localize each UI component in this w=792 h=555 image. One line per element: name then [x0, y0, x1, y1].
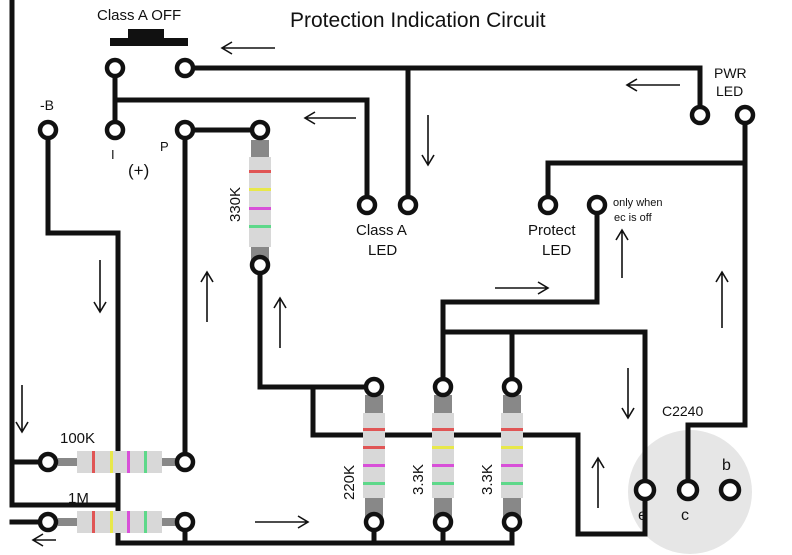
terminal [104, 119, 126, 141]
resistors [58, 140, 523, 533]
terminal [501, 511, 523, 533]
arrow-right-icon [255, 515, 310, 529]
resistor-3k3-b [501, 395, 523, 520]
resistor-330k [249, 140, 271, 265]
arrow-down-icon [93, 260, 107, 314]
switch-label: Class A OFF [97, 7, 181, 24]
resistor-label-220k: 220K [341, 465, 358, 500]
class-a-led-label-line2: LED [368, 242, 397, 259]
terminal [249, 119, 271, 141]
wires [9, 0, 748, 546]
arrow-down-icon [421, 115, 435, 167]
arrow-right-icon [495, 281, 550, 295]
wire-emitter-bus [440, 329, 648, 493]
terminal-emitter [633, 478, 657, 502]
wire-to-class-a-led [112, 97, 370, 208]
pin-c-label: c [681, 507, 689, 524]
current-arrows [15, 41, 729, 547]
terminal-collector [676, 478, 700, 502]
protect-led-label-line1: Protect [528, 222, 576, 239]
terminal [174, 511, 196, 533]
resistor-label-330k: 330K [227, 187, 244, 222]
terminal [37, 119, 59, 141]
resistor-1m [58, 511, 180, 533]
pin-i-label: I [111, 147, 115, 162]
arrow-left-icon [220, 41, 275, 55]
terminal [501, 376, 523, 398]
arrow-left-icon [303, 111, 356, 125]
terminal [356, 194, 378, 216]
resistor-220k [363, 395, 385, 520]
terminal [37, 451, 59, 473]
terminal [174, 119, 196, 141]
arrow-left-icon [625, 78, 680, 92]
terminal [249, 254, 271, 276]
wire-330k-220k [257, 262, 377, 390]
terminal-base [718, 478, 742, 502]
terminal [537, 194, 559, 216]
resistor-3k3-a [432, 395, 454, 520]
wire-left-rail [9, 0, 121, 508]
arrow-down-icon [15, 385, 29, 434]
terminal [174, 57, 196, 79]
terminal [104, 57, 126, 79]
wire-protect-top [545, 160, 748, 208]
terminal [174, 451, 196, 473]
terminal [363, 376, 385, 398]
wire-collector [685, 422, 748, 493]
arrow-left-icon [31, 533, 56, 547]
resistor-label-1m: 1M [68, 490, 89, 507]
push-switch [110, 29, 188, 46]
terminal [734, 104, 756, 126]
terminal [432, 511, 454, 533]
neg-b-label: -B [40, 97, 54, 113]
pin-e-label: e [638, 507, 647, 524]
terminal [689, 104, 711, 126]
transistor-label: C2240 [662, 403, 703, 419]
arrow-down-icon [621, 368, 635, 420]
arrow-up-icon [273, 296, 287, 348]
pin-p-label: P [160, 139, 169, 154]
arrow-up-icon [715, 270, 729, 328]
protect-led-label-line2: LED [542, 242, 571, 259]
terminal [37, 511, 59, 533]
pwr-led-label-line1: PWR [714, 65, 747, 81]
pwr-led-label-line2: LED [716, 83, 743, 99]
class-a-led-label-line1: Class A [356, 222, 407, 239]
arrow-up-icon [615, 228, 629, 278]
terminal [363, 511, 385, 533]
terminal [586, 194, 608, 216]
wire-mid-loop [310, 384, 648, 537]
arrow-up-icon [200, 270, 214, 322]
pin-b-label: b [722, 457, 731, 474]
plus-label: (+) [128, 161, 149, 180]
terminal [397, 194, 419, 216]
note-label-line2: ec is off [614, 212, 653, 224]
arrow-up-icon [591, 456, 605, 508]
resistor-label-3k3-a: 3.3K [410, 464, 427, 495]
terminal [432, 376, 454, 398]
diagram-title: Protection Indication Circuit [290, 9, 546, 32]
terminals [37, 57, 756, 533]
note-label-line1: only when [613, 197, 663, 209]
resistor-100k [58, 451, 180, 473]
resistor-label-100k: 100K [60, 430, 95, 447]
resistor-label-3k3-b: 3.3K [479, 464, 496, 495]
wire-neg-b [45, 127, 121, 546]
wire-note-pin [440, 202, 600, 390]
